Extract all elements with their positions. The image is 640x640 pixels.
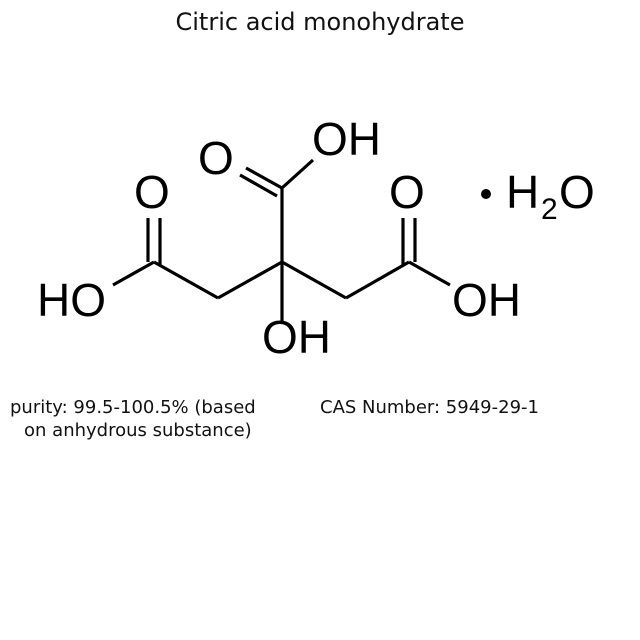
- top-hydroxyl: OH: [312, 113, 381, 165]
- left-hydroxyl: HO: [37, 274, 106, 326]
- central-hydroxyl: OH: [262, 311, 331, 363]
- right-hydroxyl: OH: [452, 274, 521, 326]
- compound-title: Citric acid monohydrate: [175, 8, 465, 36]
- hydrate-dot-icon: [481, 189, 491, 199]
- cas-number: CAS Number: 5949-29-1: [320, 397, 539, 418]
- top-oxygen: O: [198, 132, 234, 184]
- water-hydrogen: H: [506, 166, 539, 218]
- purity-line-1: purity: 99.5-100.5% (based: [10, 397, 256, 418]
- water-oxygen: O: [559, 166, 595, 218]
- water-subscript: 2: [541, 193, 558, 226]
- left-oxygen: O: [134, 166, 170, 218]
- right-oxygen: O: [389, 166, 425, 218]
- bonds: [112, 158, 451, 322]
- purity-info: purity: 99.5-100.5% (based on anhydrous …: [10, 396, 256, 442]
- purity-line-2: on anhydrous substance): [24, 420, 252, 441]
